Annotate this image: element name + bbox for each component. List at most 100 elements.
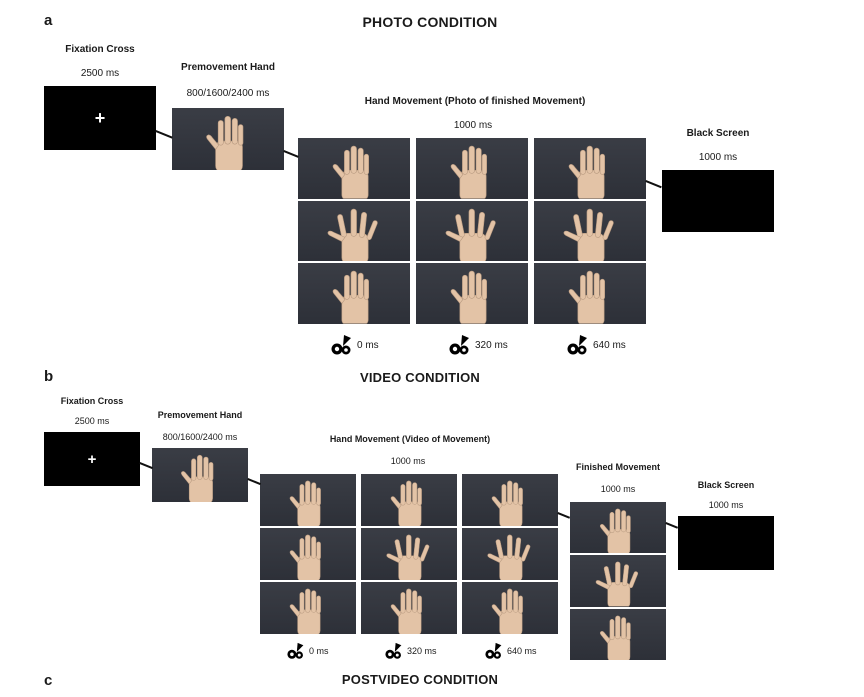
hand-icon	[534, 263, 646, 324]
hand-photo	[462, 474, 558, 526]
hand-icon	[260, 582, 356, 634]
hand-icon	[152, 448, 248, 502]
hand-icon	[298, 138, 410, 199]
hand-icon	[416, 201, 528, 262]
fixation-cross-label: Fixation Cross	[60, 396, 124, 406]
hand-photo	[260, 528, 356, 580]
hand-photo	[570, 502, 666, 554]
hand-icon	[570, 502, 666, 553]
hand-icon	[260, 528, 356, 580]
hand-photo	[260, 582, 356, 634]
hand-movement-time: 1000 ms	[453, 120, 493, 131]
hand-icon	[298, 201, 410, 262]
hand-movement-label: Hand Movement (Photo of finished Movemen…	[364, 96, 586, 107]
movement-column-1	[260, 474, 356, 634]
black-screen-time: 1000 ms	[698, 152, 738, 163]
stopwatch-icon	[330, 334, 354, 356]
hand-photo	[298, 263, 410, 325]
hand-icon	[361, 528, 457, 580]
premovement-hand-time: 800/1600/2400 ms	[162, 432, 238, 442]
premovement-hand-photo	[152, 448, 248, 502]
stamp-320ms: 320 ms	[384, 642, 437, 660]
black-screen-label: Black Screen	[697, 480, 755, 490]
movement-column-2	[361, 474, 457, 634]
black-screen-time: 1000 ms	[708, 500, 744, 510]
stopwatch-icon	[484, 642, 504, 660]
hand-movement-label: Hand Movement (Video of Movement)	[329, 434, 491, 444]
stamp-label: 640 ms	[507, 646, 537, 656]
fixation-cross-screen: +	[44, 86, 156, 150]
panel-title-video-condition: VIDEO CONDITION	[359, 370, 480, 385]
stamp-label: 320 ms	[407, 646, 437, 656]
stopwatch-icon	[448, 334, 472, 356]
hand-icon	[361, 582, 457, 634]
fixation-cross-time: 2500 ms	[80, 68, 120, 79]
hand-photo	[298, 200, 410, 262]
movement-column-2	[416, 138, 528, 325]
hand-icon	[416, 263, 528, 324]
hand-photo	[534, 138, 646, 199]
hand-icon	[298, 263, 410, 324]
movement-column-3	[534, 138, 646, 325]
stamp-640ms: 640 ms	[484, 642, 537, 660]
hand-icon	[462, 582, 558, 634]
hand-photo	[462, 528, 558, 580]
black-screen	[678, 516, 774, 570]
hand-photo	[534, 263, 646, 325]
connector-line	[155, 130, 173, 139]
panel-title-postvideo-condition: POSTVIDEO CONDITION	[341, 672, 499, 687]
hand-photo	[361, 474, 457, 526]
movement-column-3	[462, 474, 558, 634]
stopwatch-icon	[566, 334, 590, 356]
hand-photo	[570, 555, 666, 607]
hand-photo	[361, 528, 457, 580]
fixation-cross-time: 2500 ms	[74, 416, 110, 426]
hand-photo	[298, 138, 410, 199]
finished-movement-label: Finished Movement	[575, 462, 660, 472]
fixation-cross-screen: +	[44, 432, 140, 486]
stamp-320ms: 320 ms	[448, 334, 508, 356]
panel-letter-a: a	[44, 12, 53, 29]
stamp-0ms: 0 ms	[286, 642, 329, 660]
hand-icon	[462, 528, 558, 580]
panel-title-photo-condition: PHOTO CONDITION	[362, 14, 498, 30]
black-screen-label: Black Screen	[686, 128, 750, 139]
hand-photo	[416, 263, 528, 325]
stamp-label: 640 ms	[593, 339, 626, 351]
movement-column-1	[298, 138, 410, 325]
stamp-640ms: 640 ms	[566, 334, 626, 356]
hand-icon	[570, 555, 666, 606]
premovement-hand-time: 800/1600/2400 ms	[186, 88, 270, 99]
connector-line	[139, 462, 153, 469]
hand-photo	[361, 582, 457, 634]
fixation-cross-icon: +	[87, 450, 97, 468]
fixation-cross-label: Fixation Cross	[65, 44, 135, 55]
stamp-label: 0 ms	[309, 646, 329, 656]
connector-line	[645, 180, 662, 188]
stopwatch-icon	[286, 642, 306, 660]
hand-icon	[260, 474, 356, 526]
premovement-hand-photo	[172, 108, 284, 170]
stamp-0ms: 0 ms	[330, 334, 379, 356]
hand-photo	[462, 582, 558, 634]
connector-line	[665, 522, 679, 529]
premovement-hand-label: Premovement Hand	[157, 410, 243, 420]
hand-icon	[534, 201, 646, 262]
hand-movement-time: 1000 ms	[390, 456, 426, 466]
fixation-cross-icon: +	[94, 107, 106, 128]
hand-icon	[570, 609, 666, 660]
connector-line	[283, 150, 299, 158]
panel-letter-b: b	[44, 368, 54, 385]
hand-icon	[534, 138, 646, 199]
stamp-label: 0 ms	[357, 339, 379, 351]
hand-photo	[260, 474, 356, 526]
connector-line	[247, 478, 261, 485]
hand-icon	[462, 474, 558, 526]
finished-movement-column	[570, 502, 666, 660]
finished-movement-time: 1000 ms	[600, 484, 636, 494]
connector-line	[557, 512, 571, 519]
premovement-hand-label: Premovement Hand	[181, 62, 275, 73]
hand-icon	[361, 474, 457, 526]
hand-photo	[416, 138, 528, 199]
black-screen	[662, 170, 774, 232]
